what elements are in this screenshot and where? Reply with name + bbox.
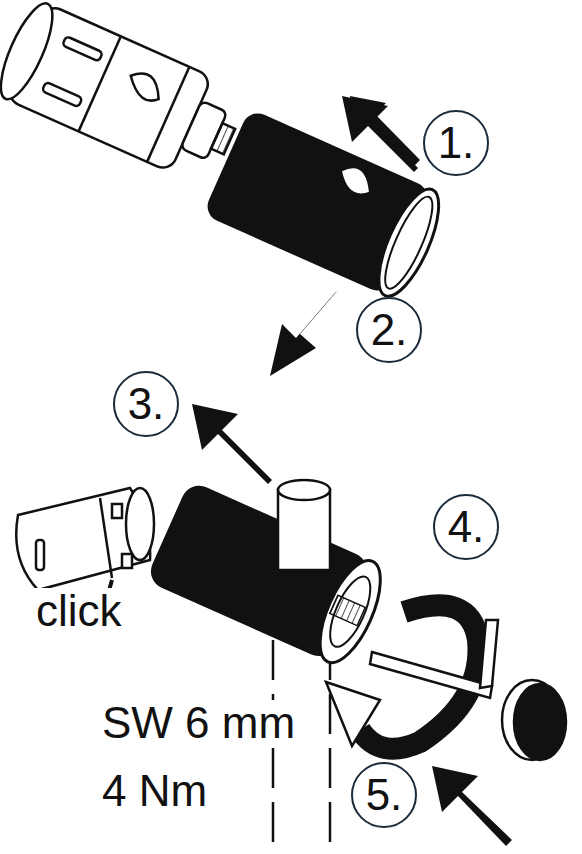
callout-circle: 4.: [433, 494, 499, 560]
cap: [502, 680, 566, 760]
spec-label: SW 6 mm: [100, 700, 297, 746]
callout-circle: 5.: [351, 762, 417, 828]
callout-number: 4.: [448, 505, 485, 549]
callout-number: 1.: [438, 121, 475, 165]
cartridge: [0, 0, 251, 189]
spec-label: 4 Nm: [100, 768, 209, 814]
callout-number: 3.: [128, 382, 165, 426]
hex-key: [370, 620, 498, 698]
callout-number: 2.: [371, 308, 408, 352]
arrow: [192, 404, 272, 484]
arrow: [432, 766, 512, 846]
callout-circle: 2.: [356, 297, 422, 363]
wall-line: [273, 640, 330, 854]
arrow: [270, 290, 338, 376]
callout-number: 5.: [366, 773, 403, 817]
callout-circle: 3.: [113, 371, 179, 437]
arrow: [350, 96, 420, 167]
callout-circle: 1.: [423, 110, 489, 176]
valve-body: [145, 480, 393, 671]
note-label: click: [34, 588, 124, 634]
sleeve: [202, 108, 450, 303]
